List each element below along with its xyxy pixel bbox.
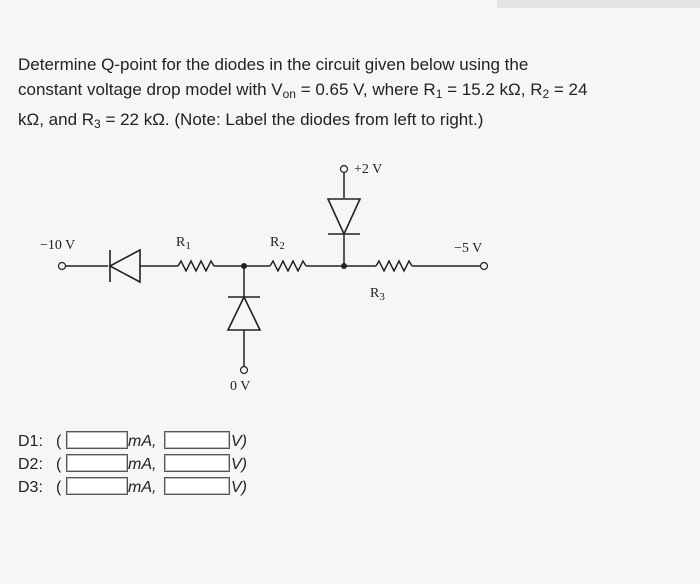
circuit-wires xyxy=(66,173,480,366)
label-r2-sub: 2 xyxy=(279,240,285,252)
answer-paren-d3: ( xyxy=(56,479,62,496)
d1-voltage-input[interactable] xyxy=(164,431,230,449)
question-line-2-mid: = 0.65 V, where R xyxy=(295,80,436,99)
r1-subscript: 1 xyxy=(435,87,443,101)
diode-d2-triangle xyxy=(226,295,262,331)
terminal-ground xyxy=(239,365,249,375)
answer-paren-d1: ( xyxy=(56,433,62,450)
r3-subscript: 3 xyxy=(94,117,101,131)
d1-voltage-unit: V) xyxy=(231,433,247,450)
answer-paren-d2: ( xyxy=(56,456,62,473)
junction-dot-right xyxy=(341,263,347,269)
question-text: Determine Q-point for the diodes in the … xyxy=(18,52,678,137)
diode-d1 xyxy=(108,248,141,284)
d3-current-unit: mA, xyxy=(128,479,157,496)
d2-current-input[interactable] xyxy=(66,454,128,472)
question-line-2-pre: constant voltage drop model with V xyxy=(18,80,283,99)
terminal-minus10 xyxy=(57,261,67,271)
label-minus10: −10 V xyxy=(40,238,75,253)
label-r3: R3 xyxy=(370,286,385,303)
junction-dot-left xyxy=(241,263,247,269)
question-line-1: Determine Q-point for the diodes in the … xyxy=(18,52,678,77)
d1-current-unit: mA, xyxy=(128,433,157,450)
answer-label-d1: D1: xyxy=(18,433,43,450)
question-line-3-pre: kΩ, and R xyxy=(18,110,95,129)
question-line-3-post: = 22 kΩ. (Note: Label the diodes from le… xyxy=(100,110,484,129)
d2-voltage-input[interactable] xyxy=(164,454,230,472)
von-subscript: on xyxy=(282,87,296,101)
terminal-plus2 xyxy=(339,164,349,174)
question-line-2-r1: = 15.2 kΩ, R xyxy=(442,80,543,99)
circuit-diagram: +2 V −10 V −5 V 0 V R1 R2 R3 xyxy=(40,162,489,394)
diode-d2 xyxy=(226,295,262,331)
diode-d1-triangle xyxy=(108,248,141,284)
answer-label-d3: D3: xyxy=(18,479,43,496)
diode-d3 xyxy=(326,198,362,236)
d3-voltage-input[interactable] xyxy=(164,477,230,495)
d1-current-input[interactable] xyxy=(66,431,128,449)
d3-voltage-unit: V) xyxy=(231,479,247,496)
label-r3-letter: R xyxy=(370,286,380,301)
label-r1: R1 xyxy=(176,235,191,252)
resistor-r1-zigzag xyxy=(177,259,215,273)
question-line-2-r2: = 24 xyxy=(549,80,588,99)
resistor-r3-zigzag xyxy=(375,259,413,273)
terminal-minus5 xyxy=(479,261,489,271)
r2-subscript: 2 xyxy=(542,87,550,101)
answer-label-d2: D2: xyxy=(18,456,43,473)
d3-current-input[interactable] xyxy=(66,477,128,495)
question-line-1-text: Determine Q-point for the diodes in the … xyxy=(18,55,529,74)
label-plus2: +2 V xyxy=(354,162,382,177)
resistor-r2-zigzag xyxy=(269,259,307,273)
label-r3-sub: 3 xyxy=(379,291,385,303)
label-r2-letter: R xyxy=(270,235,280,250)
label-r1-letter: R xyxy=(176,235,186,250)
top-bar xyxy=(497,0,700,8)
d2-current-unit: mA, xyxy=(128,456,157,473)
question-line-3: kΩ, and R3 = 22 kΩ. (Note: Label the dio… xyxy=(18,107,678,137)
d2-voltage-unit: V) xyxy=(231,456,247,473)
label-r2: R2 xyxy=(270,235,285,252)
label-r1-sub: 1 xyxy=(185,240,191,252)
question-line-2: constant voltage drop model with Von = 0… xyxy=(18,77,678,107)
label-zero: 0 V xyxy=(230,379,250,394)
diode-d3-triangle xyxy=(326,198,362,236)
label-minus5: −5 V xyxy=(454,241,482,256)
